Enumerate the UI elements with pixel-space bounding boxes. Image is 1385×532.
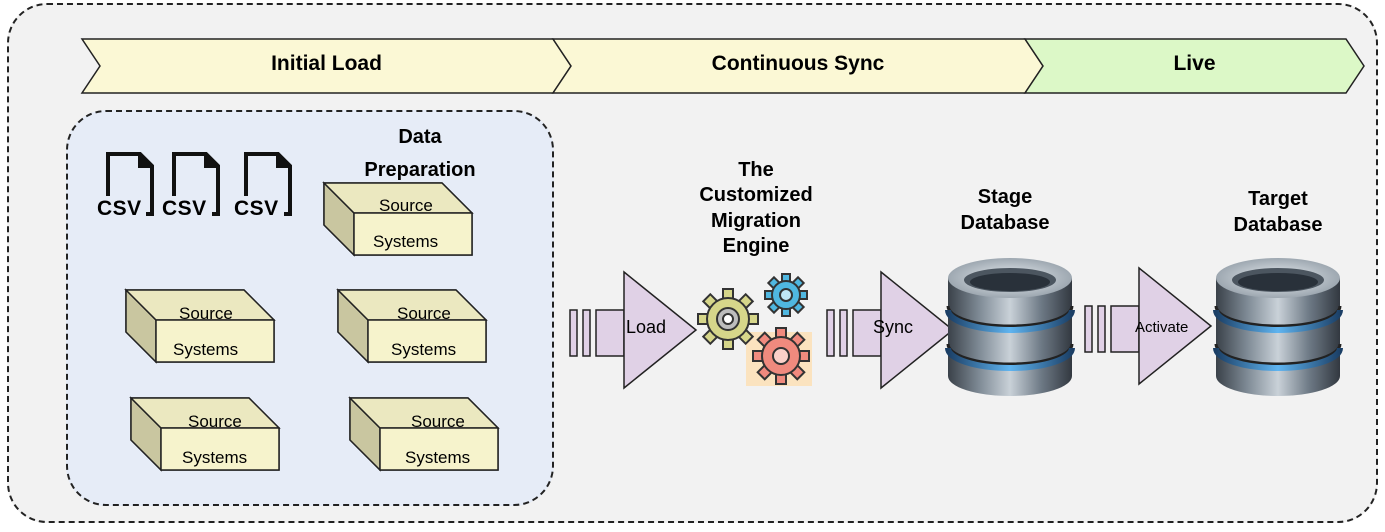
activate-arrow-label: Activate [1135,319,1189,336]
systems-label: Systems [373,232,439,251]
source-label: Source [179,304,233,323]
target-database-title-line2: Database [1233,214,1323,236]
source-label: Source [397,304,451,323]
systems-label: Systems [182,448,248,467]
csv-file-icon [244,152,292,216]
target-database-title-line1: Target [1248,188,1308,210]
engine-title-line3: Migration [711,210,801,232]
phase-live-label: Live [1173,52,1216,75]
stage-database-icon [948,258,1072,396]
phase-initial-load-label: Initial Load [271,52,382,75]
data-preparation-title-line2: Preparation [364,159,476,181]
stage-database-title-line2: Database [960,212,1050,234]
csv-icons [106,152,292,216]
csv-file-icon [106,152,154,216]
data-preparation-title-line1: Data [398,126,442,148]
source-label: Source [411,412,465,431]
systems-label: Systems [173,340,239,359]
source-label: Source [188,412,242,431]
systems-label: Systems [391,340,457,359]
systems-label: Systems [405,448,471,467]
csv-file-icon [172,152,220,216]
sync-arrow-label: Sync [873,317,914,337]
phase-live-shape [1023,38,1365,94]
csv-label: CSV [97,197,142,220]
load-arrow-label: Load [626,317,667,337]
engine-title-line2: Customized [699,184,813,206]
engine-title-line4: Engine [722,235,790,257]
csv-label: CSV [234,197,279,220]
csv-label: CSV [162,197,207,220]
gears-icon [697,273,812,386]
target-database-icon [1216,258,1340,396]
engine-title-line1: The [738,159,774,181]
source-label: Source [379,196,433,215]
stage-database-title-line1: Stage [977,186,1033,208]
phase-continuous-sync-label: Continuous Sync [711,52,885,75]
